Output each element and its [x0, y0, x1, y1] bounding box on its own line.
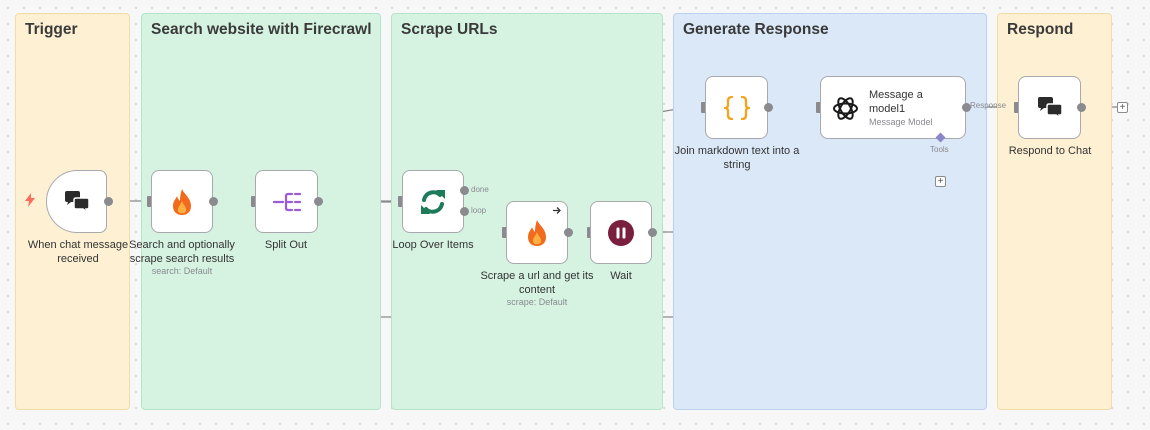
- input-port[interactable]: [502, 227, 507, 238]
- input-port[interactable]: [398, 196, 403, 207]
- firecrawl-flame-icon: [173, 188, 191, 215]
- openai-icon: [833, 97, 858, 120]
- zone-title: Respond: [1007, 21, 1074, 38]
- node-label: Join markdown text into a string: [674, 145, 800, 171]
- add-node-button[interactable]: +: [1117, 102, 1128, 113]
- split-out-icon: [272, 192, 301, 211]
- connection-label-loop: loop: [471, 206, 487, 215]
- external-arrow-icon[interactable]: [552, 206, 562, 215]
- node-wait[interactable]: [590, 201, 652, 264]
- node-split-out[interactable]: [255, 170, 318, 233]
- node-label: Split Out: [264, 239, 308, 251]
- node-label: When chat message received: [27, 239, 129, 265]
- firecrawl-flame-icon: [528, 219, 546, 246]
- node-subtitle: scrape: Default: [506, 297, 568, 307]
- node-subtitle: search: Default: [151, 266, 213, 276]
- loop-arrows-icon: [421, 189, 445, 214]
- zone-respond: Respond: [997, 13, 1112, 410]
- node-label: Scrape a url and get its content: [480, 270, 594, 296]
- output-port[interactable]: [962, 103, 971, 112]
- connection-label-response: Response: [970, 101, 1007, 110]
- input-port[interactable]: [587, 227, 592, 238]
- zone-title: Search website with Firecrawl: [151, 21, 372, 38]
- trigger-bolt-icon: [25, 193, 35, 207]
- node-title: Message a model1: [869, 89, 923, 115]
- node-label: Loop Over Items: [392, 239, 474, 251]
- connection-label-done: done: [471, 185, 489, 194]
- add-tool-button[interactable]: +: [935, 176, 946, 187]
- output-port[interactable]: [648, 228, 657, 237]
- node-join-markdown[interactable]: [705, 76, 768, 139]
- output-port-done[interactable]: [460, 186, 469, 195]
- output-port[interactable]: [314, 197, 323, 206]
- node-firecrawl-scrape[interactable]: [506, 201, 568, 264]
- input-port[interactable]: [701, 102, 706, 113]
- output-port[interactable]: [1077, 103, 1086, 112]
- output-port-loop[interactable]: [460, 207, 469, 216]
- zone-generate: Generate Response: [673, 13, 987, 410]
- node-respond-to-chat[interactable]: [1018, 76, 1081, 139]
- zone-title: Generate Response: [683, 21, 829, 38]
- node-label: Search and optionally scrape search resu…: [129, 239, 235, 265]
- input-port[interactable]: [147, 196, 152, 207]
- input-port[interactable]: [1014, 102, 1019, 113]
- node-loop-over-items[interactable]: [402, 170, 464, 233]
- node-firecrawl-search[interactable]: [151, 170, 213, 233]
- node-subtitle: Message Model: [869, 117, 933, 127]
- node-message-model[interactable]: Message a model1 Message Model: [820, 76, 966, 139]
- chat-bubbles-icon: [64, 190, 90, 214]
- input-port[interactable]: [816, 102, 821, 113]
- output-port[interactable]: [104, 197, 113, 206]
- connection-label-tools: Tools: [929, 145, 950, 154]
- output-port[interactable]: [209, 197, 218, 206]
- chat-bubbles-icon: [1037, 96, 1063, 120]
- zone-title: Trigger: [25, 21, 78, 38]
- node-label: Respond to Chat: [1008, 145, 1092, 157]
- input-port[interactable]: [251, 196, 256, 207]
- code-braces-icon: [723, 95, 750, 120]
- node-label: Wait: [610, 270, 632, 282]
- output-port[interactable]: [764, 103, 773, 112]
- output-port[interactable]: [564, 228, 573, 237]
- zone-title: Scrape URLs: [401, 21, 498, 38]
- pause-icon: [608, 219, 634, 246]
- node-chat-trigger[interactable]: [46, 170, 107, 233]
